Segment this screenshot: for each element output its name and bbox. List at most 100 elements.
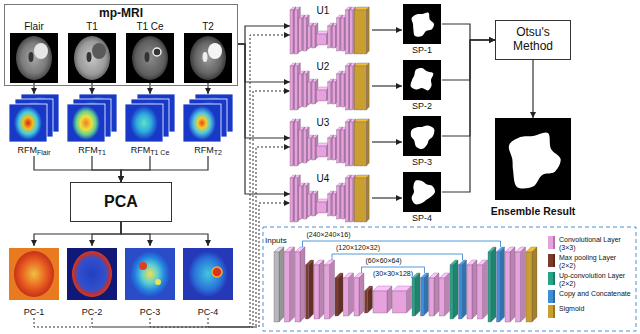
layer-slab (306, 260, 314, 319)
slab-front (393, 291, 407, 313)
connector (372, 141, 402, 142)
layer-slab (354, 7, 369, 54)
slab-front (440, 278, 445, 316)
slab-side (279, 247, 284, 322)
slab-front (316, 34, 326, 45)
image-ground (183, 248, 233, 300)
image-ground (403, 116, 441, 156)
slab-front (421, 278, 424, 316)
image-ground (495, 118, 571, 200)
dimension-label: (30×30×128) (373, 270, 413, 278)
brain (72, 251, 112, 297)
dotted-connector (208, 203, 290, 327)
modality-label: T2 (184, 21, 232, 32)
dotted-connector (34, 35, 290, 327)
layer-slab (505, 247, 515, 322)
slab-front (308, 26, 311, 48)
slab-front (345, 178, 348, 222)
slab-front (290, 178, 293, 222)
slab-front (337, 186, 340, 219)
ensemble-result: Ensemble Result (486, 118, 580, 218)
slab-side (338, 273, 343, 316)
image-ground (403, 4, 441, 44)
slab-side (366, 63, 369, 110)
slab-front (478, 265, 483, 319)
tumor-mask (509, 133, 561, 189)
slab-side (309, 260, 314, 319)
unet-detail (274, 247, 537, 322)
texture (139, 262, 147, 270)
slab-front (505, 252, 510, 322)
principal-component-image: PC-1 (9, 246, 59, 318)
slab-side (366, 175, 369, 222)
component-map (67, 248, 117, 300)
layer-slab (497, 247, 505, 322)
feature-map (72, 106, 100, 140)
slab-front (332, 82, 335, 104)
connector (121, 156, 208, 182)
layer-slab (365, 286, 373, 313)
model-label: U4 (303, 173, 343, 184)
legend-item: Sigmoid (548, 305, 634, 318)
slab-front (429, 278, 434, 316)
connector (91, 83, 92, 94)
legend-item: Convolutional Layer (3×3) (548, 236, 634, 252)
connector (34, 222, 121, 246)
slab-side (366, 119, 369, 166)
dimension-label: (120×120×32) (336, 244, 380, 252)
slab-front (516, 252, 521, 322)
slab-front (350, 122, 353, 166)
slab-front (337, 18, 340, 51)
legend: Convolutional Layer (3×3)Max pooling Lay… (548, 236, 634, 320)
slab-front (274, 252, 279, 322)
layer-slab (393, 286, 412, 313)
label-group: RFMT1 Ce (123, 146, 177, 156)
slab-front (294, 178, 297, 222)
tumor-mask (411, 12, 434, 36)
feature-slice (67, 104, 105, 142)
layer-slab (344, 273, 354, 316)
slab-front (308, 194, 311, 216)
image-ground (125, 248, 175, 300)
unet-model: U2 (290, 60, 372, 112)
mri-slice (126, 33, 174, 83)
feature-map-label: RFM (131, 145, 151, 155)
layer-slab (478, 260, 488, 319)
slab-front (308, 82, 311, 104)
slab-front (350, 10, 353, 54)
slab-side (472, 260, 477, 319)
feature-stack (9, 94, 59, 142)
connector (121, 156, 150, 182)
feature-map (188, 106, 216, 140)
lesion (208, 43, 222, 59)
legend-text: Copy and Concatenate (559, 290, 633, 298)
feature-slice (183, 104, 221, 142)
slab-side (415, 273, 420, 316)
slab-side (368, 286, 373, 313)
slab-front (467, 265, 472, 319)
slab-front (299, 74, 302, 107)
layer-slab (421, 273, 429, 316)
layer-slab (325, 260, 335, 319)
prediction-mask (403, 116, 441, 156)
unet-illustration (290, 119, 369, 166)
slab-front (312, 26, 315, 48)
ventricle (87, 52, 92, 62)
layer-slab (354, 175, 369, 222)
segmentation-prediction: SP-2 (402, 60, 442, 112)
slab-front (294, 66, 297, 110)
slab-front (412, 278, 415, 316)
slab-front (290, 122, 293, 166)
dotted-connector (150, 147, 290, 327)
slab-side (483, 260, 488, 319)
brain (132, 36, 168, 80)
ventricle (29, 52, 34, 62)
prediction-label: SP-1 (402, 46, 442, 56)
input-label: Inputs (265, 236, 287, 245)
component-label: PC-3 (125, 308, 175, 318)
connector (532, 60, 533, 118)
slab-front (332, 26, 335, 48)
brain (74, 36, 110, 80)
layer-slab (354, 63, 369, 110)
slab-front (335, 278, 338, 316)
